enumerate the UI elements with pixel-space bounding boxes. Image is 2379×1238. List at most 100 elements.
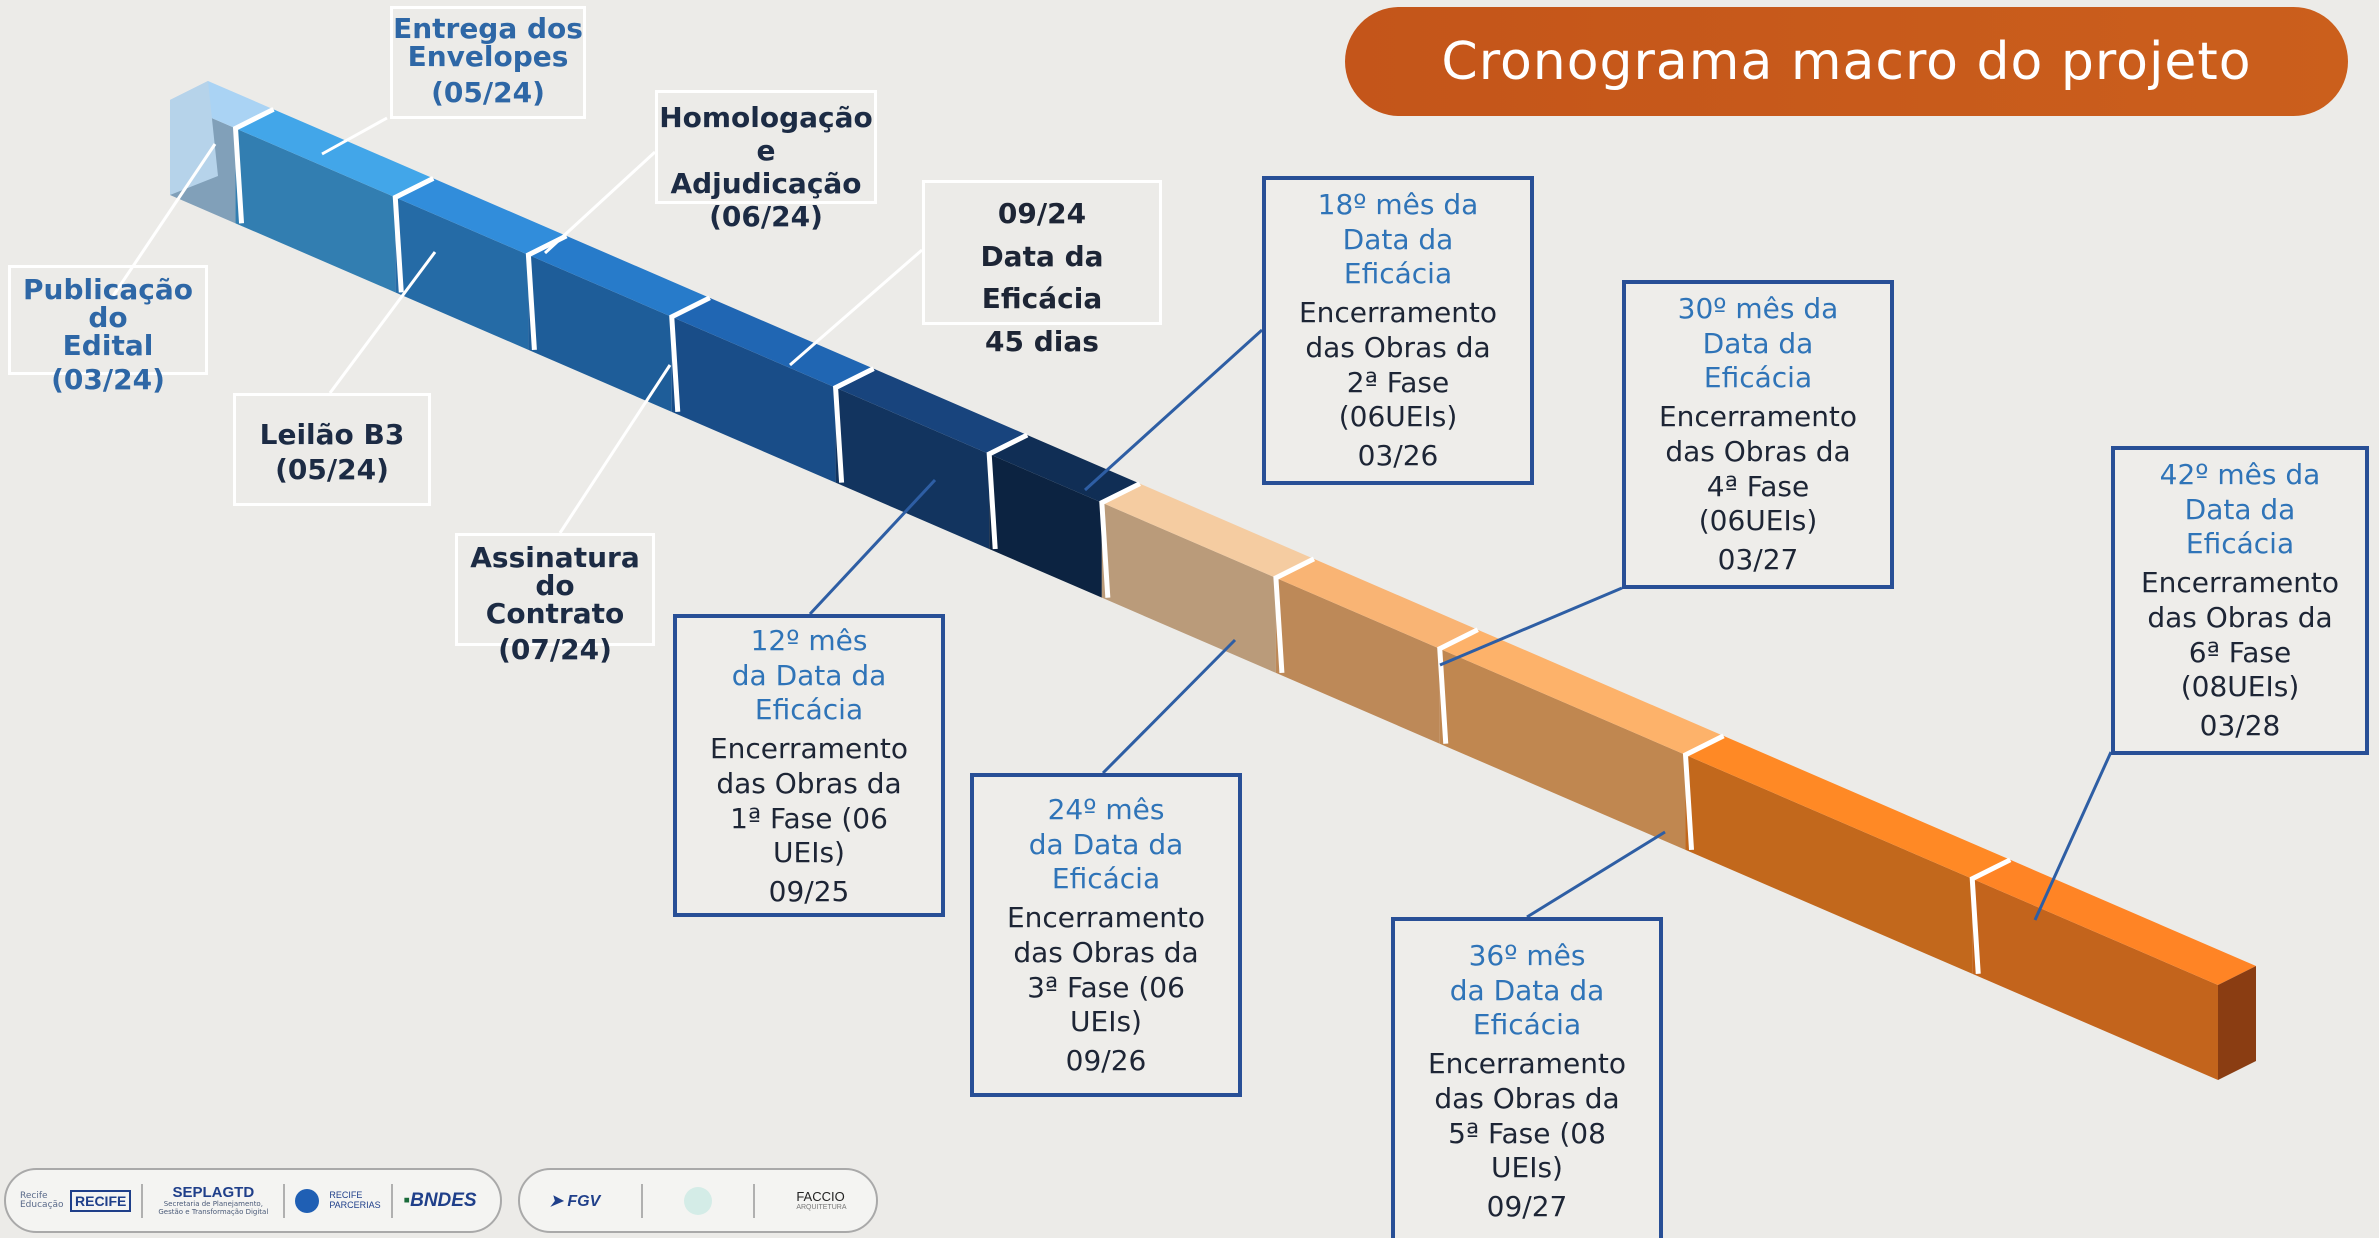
phase-date: 09/27 [1486,1190,1568,1224]
bar-segment-top [528,235,710,317]
phase-body: 6ª Fase [2188,635,2292,669]
seplagtd-sub: Secretaria de Planejamento, Gestão e Tra… [158,1200,269,1216]
bar-separator [232,107,275,224]
phase-date: 09/26 [1065,1044,1147,1078]
bar-segment-top [1439,629,1724,755]
phase-head: 24º mês [1047,793,1165,826]
connector-publicacao [111,143,217,297]
phase-body: UEIs) [1070,1005,1142,1039]
phase-head: 36º mês [1468,939,1586,972]
faccio-label: FACCIO [796,1189,845,1204]
milestone-text: Adjudicação [670,167,862,201]
phase-body: 1ª Fase (06 [730,801,888,835]
phase-body: das Obras da [2147,600,2333,634]
bar-segment-top [1101,483,1314,578]
milestone-text: Envelopes [407,40,569,73]
bar-segment-front [235,128,396,293]
phase-head: Eficácia [2185,527,2295,561]
phase-box-2: 18º mês da Data da Eficácia Encerramento… [1262,176,1534,485]
connector-phase-2 [1083,328,1264,492]
bar-separator [525,233,568,351]
bar-segment-top [671,297,874,388]
phase-body: Encerramento [709,732,909,766]
phase-body: Encerramento [1427,1047,1627,1081]
bar-segment-front [671,316,836,483]
phase-body: UEIs) [773,836,845,870]
recife-parcerias-icon [295,1188,320,1213]
milestone-text: Homologação e [659,101,873,168]
phase-body: 3ª Fase (06 [1027,970,1185,1004]
bar-segment-front [989,454,1102,598]
bar-separator [1099,481,1141,598]
bar-segment-top [235,109,434,198]
milestone-text: Assinatura do [470,541,640,602]
bar-segment-top [1275,558,1478,649]
milestone-publicacao: Publicação do Edital (03/24) [8,265,208,394]
phase-body: (08UEIs) [2180,670,2300,704]
milestone-text: Publicação do [23,273,193,334]
bar-segment-front [1101,502,1276,673]
connector-entrega [321,116,388,156]
phase-body: (06UEIs) [1338,400,1458,434]
phase-body: Encerramento [1658,400,1858,434]
logo-divider [641,1183,644,1218]
bar-end-cap [2218,966,2256,1080]
phase-body: Encerramento [1006,901,1206,935]
milestone-text: Leilão B3 [259,418,405,451]
phase-date: 03/27 [1717,543,1799,577]
bar-segment-top [1685,735,2011,879]
phase-date: 09/25 [768,875,850,909]
phase-head: 18º mês da [1317,188,1479,221]
bar-separator [1437,627,1479,744]
milestone-date: (06/24) [709,200,823,234]
phase-head: Eficácia [1051,862,1161,896]
phase-box-6: 42º mês da Data da Eficácia Encerramento… [2111,446,2369,755]
bar-separator [833,366,875,483]
fgv-label: FGV [567,1192,601,1210]
phase-box-4: 30º mês da Data da Eficácia Encerramento… [1622,280,1894,589]
phase-head: 42º mês da [2159,458,2321,491]
phase-date: 03/28 [2199,709,2281,743]
milestone-eficacia: 09/24 Data da Eficácia 45 dias [922,180,1162,358]
logo-divider [141,1183,144,1218]
bar-separator [392,176,435,293]
phase-head: da Data da [1449,973,1605,1007]
bar-segment-front [1439,648,1686,850]
connector-phase-6 [2033,751,2113,921]
phase-body: Encerramento [2140,566,2340,600]
bndes-label: BNDES [410,1189,477,1211]
connector-phase-3 [1101,638,1237,775]
seplagtd-logo: SEPLAGTD Secretaria de Planejamento, Ges… [153,1183,273,1217]
bar-segment-front [395,197,529,350]
phase-body: das Obras da [1305,330,1491,364]
phase-body: Encerramento [1298,296,1498,330]
milestone-assinatura: Assinatura do Contrato (07/24) [455,533,655,664]
phase-head: Eficácia [1703,361,1813,395]
connector-assinatura [558,364,672,534]
milestone-date: (07/24) [498,633,612,666]
phase-head: Data da [1342,222,1454,256]
faccio-sub: ARQUITETURA [796,1203,847,1211]
seplagtd-label: SEPLAGTD [172,1183,255,1201]
bar-segment-top [395,178,567,255]
connector-eficacia [789,248,923,367]
phase-body: das Obras da [1013,935,1199,969]
phase-body: das Obras da [1665,434,1851,468]
milestone-date: (03/24) [51,363,165,396]
phase-head: Data da [2184,492,2296,526]
phase-body: 5ª Fase (08 [1448,1116,1606,1150]
bndes-logo: ▪BNDES [403,1189,477,1211]
milestone-leilao: Leilão B3 (05/24) [233,393,431,506]
bar-segment-front [528,254,672,412]
bar-segment-front [835,387,990,549]
milestone-date: (05/24) [431,76,545,109]
phase-head: da Data da [731,658,887,692]
phase-date: 03/26 [1357,439,1439,473]
phase-head: Eficácia [1343,257,1453,291]
bar-segment-top [989,435,1140,503]
phase-head: Data da [1702,326,1814,360]
fgv-logo: ➤ FGV [549,1192,601,1210]
connector-phase-4 [1439,586,1623,667]
